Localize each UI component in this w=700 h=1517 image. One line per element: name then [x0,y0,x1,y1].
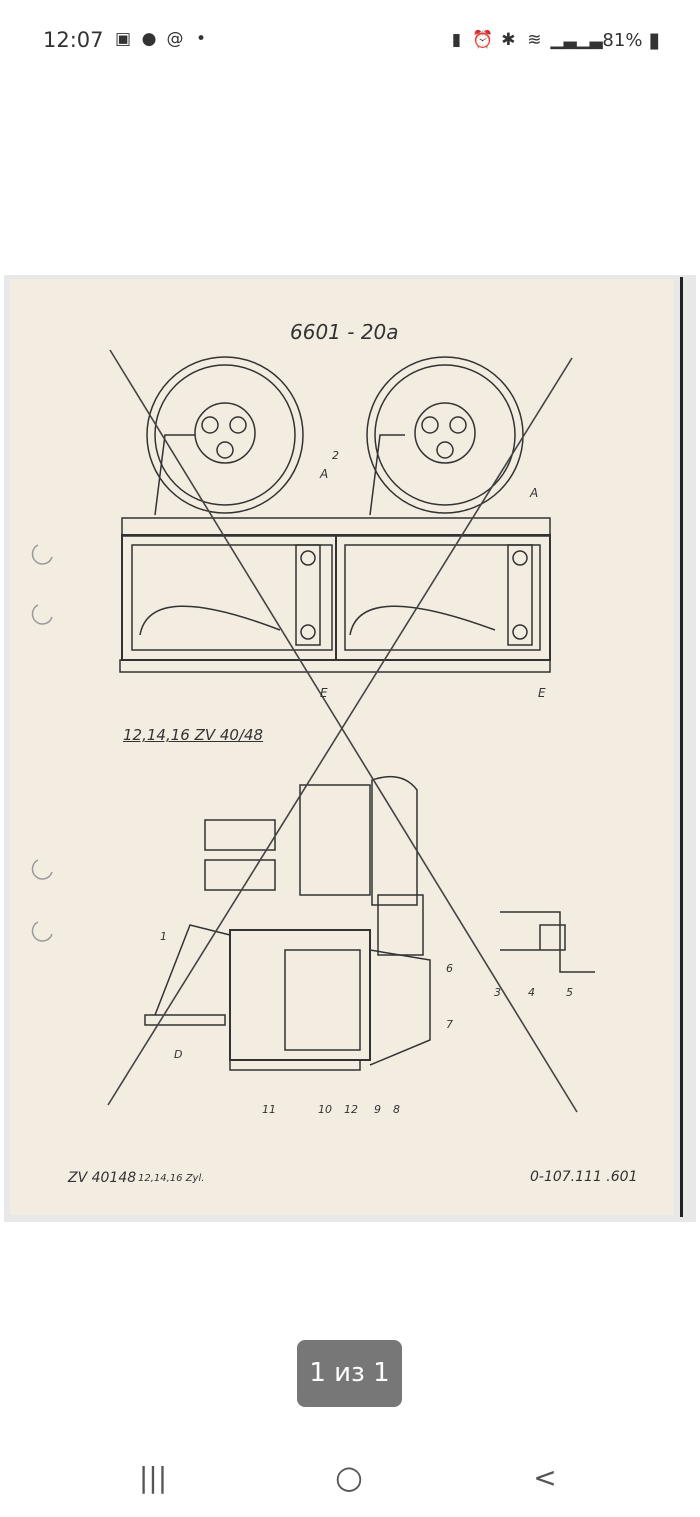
fan-right [366,356,524,514]
home-button[interactable]: ○ [335,1458,363,1496]
callout-d: D [174,1048,183,1061]
page-indicator: 1 из 1 [297,1340,402,1407]
pdf-page[interactable] [4,275,696,1222]
callout-7: 7 [446,1018,453,1031]
more-dot-icon: • [195,29,207,49]
callout-12: 12 [344,1103,358,1116]
callout-e-right: E [538,686,546,700]
battery-icon: ▮ [648,28,660,52]
punch-holes [31,544,53,942]
clock: 12:07 [43,28,104,52]
callout-11: 11 [262,1103,276,1116]
footer-left: ZV 40148 [68,1170,137,1186]
battery-percent: 81% [602,29,643,51]
recents-button[interactable]: ||| [138,1461,168,1494]
housing-side-view [144,775,431,1071]
messenger-icon: ● [141,29,157,49]
callout-a-right: A [530,486,539,500]
wifi-icon: ≋ [527,30,542,50]
callout-9: 9 [374,1103,381,1116]
drawing-title: 6601 - 20a [290,320,399,344]
cross-out-lines [107,349,578,1113]
alarm-icon: ⏰ [472,30,494,50]
page-edge [680,277,683,1217]
callout-2: 2 [332,449,339,462]
email-at-icon: @ [166,29,184,49]
callout-6: 6 [446,962,453,975]
callout-1: 1 [160,930,167,943]
gallery-icon: ▣ [114,29,132,49]
status-bar: 12:07 ▣ ● @ • ▮ ⏰ ✱ ≋ ▁▃ ▁▃ 81% ▮ [0,0,700,80]
callout-8: 8 [393,1103,400,1116]
callout-a-left: A [320,467,329,481]
footer-left-small: 12,14,16 Zyl. [138,1173,205,1184]
signal-1-icon: ▁▃ [550,30,577,50]
callout-3: 3 [494,986,501,999]
drawing-subtitle: 12,14,16 ZV 40/48 [123,726,264,744]
footer-right: 0-107.111 .601 [530,1169,638,1185]
detail-view [500,911,595,973]
callout-e-left: E [320,686,328,700]
battery-saver-icon: ▮ [451,30,462,50]
signal-2-icon: ▁▃ [576,30,603,50]
callout-5: 5 [566,986,573,999]
bluetooth-icon: ✱ [501,30,516,50]
back-button[interactable]: < [533,1461,557,1494]
callout-10: 10 [318,1103,332,1116]
housing-top-view [119,434,551,673]
fan-left [146,356,304,514]
callout-4: 4 [528,986,535,999]
